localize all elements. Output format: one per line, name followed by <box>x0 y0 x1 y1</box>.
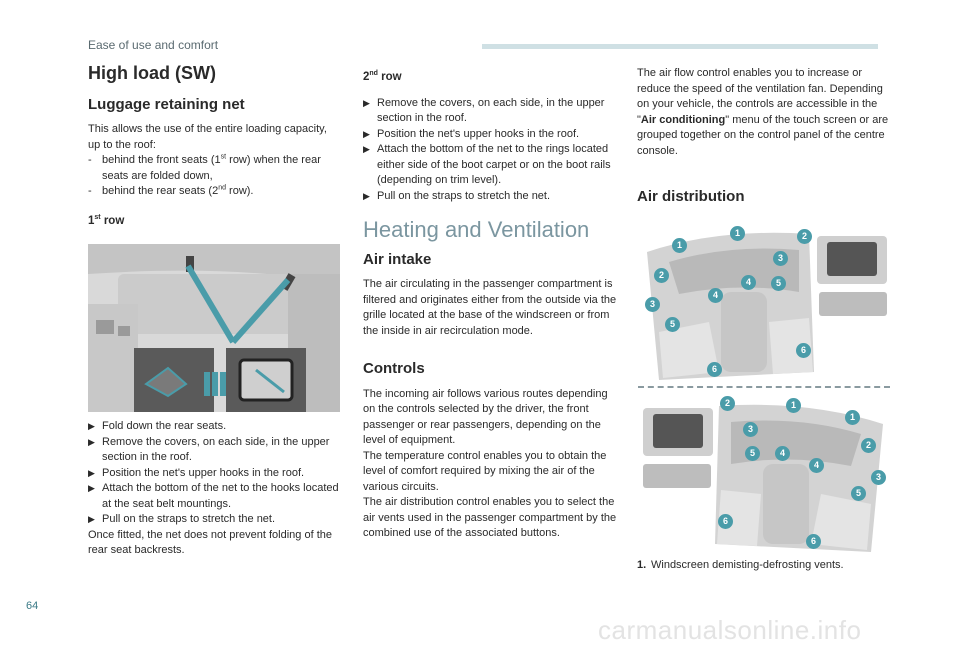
air-intake-text: The air circulating in the passenger com… <box>363 278 617 337</box>
list-item: ▶Pull on the straps to stretch the net. <box>88 512 342 528</box>
air-intake-heading: Air intake <box>363 250 432 268</box>
first-row-heading: 1st row <box>88 213 125 227</box>
list-item: ▶Fold down the rear seats. <box>88 419 342 435</box>
running-header: Ease of use and comfort <box>88 38 219 52</box>
page-title: High load (SW) <box>88 63 216 83</box>
luggage-net-intro: This allows the use of the entire loadin… <box>88 123 327 151</box>
list-item: ▶Remove the covers, on each side, in the… <box>88 435 330 464</box>
list-item: ▶Position the net's upper hooks in the r… <box>88 466 342 482</box>
callout-badge: 4 <box>741 275 756 290</box>
callout-badge: 4 <box>809 458 824 473</box>
list-item: -behind the front seats (1st row) when t… <box>88 153 321 182</box>
bullet-icon: ▶ <box>88 514 95 524</box>
bullet-icon: ▶ <box>88 436 95 447</box>
callout-badge: 3 <box>743 422 758 437</box>
dash-marker: - <box>88 154 92 166</box>
bullet-icon: ▶ <box>363 190 370 201</box>
callout-badge: 2 <box>861 438 876 453</box>
air-distribution-legend: 1.Windscreen demisting-defrosting vents. <box>637 558 893 574</box>
callout-badge: 1 <box>730 226 745 241</box>
first-row-steps: ▶Fold down the rear seats. ▶Remove the c… <box>88 419 342 528</box>
controls-text-2: The temperature control enables you to o… <box>363 449 607 493</box>
airflow-text: The air flow control enables you to incr… <box>637 67 889 157</box>
page-number: 64 <box>26 600 39 612</box>
column-1: High load (SW) Luggage retaining net Thi… <box>88 63 342 239</box>
callout-badge: 6 <box>796 343 811 358</box>
header-rule <box>482 44 878 49</box>
callout-badge: 2 <box>720 396 735 411</box>
callout-badge: 3 <box>645 297 660 312</box>
list-item: ▶Attach the bottom of the net to the rin… <box>363 143 611 186</box>
cabin-drawing-bottom <box>643 404 883 552</box>
callout-badge: 6 <box>718 514 733 529</box>
callout-badge: 5 <box>665 317 680 332</box>
bullet-icon: ▶ <box>363 128 370 139</box>
list-item: ▶Pull on the straps to stretch the net. <box>363 189 617 205</box>
bullet-icon: ▶ <box>88 483 95 493</box>
folding-note: Once fitted, the net does not prevent fo… <box>88 528 332 557</box>
controls-text-3: The air distribution control enables you… <box>363 496 617 539</box>
controls-heading: Controls <box>363 360 425 377</box>
figure-divider <box>638 386 890 388</box>
callout-badge: 5 <box>771 276 786 291</box>
bullet-icon: ▶ <box>363 144 370 154</box>
callout-badge: 5 <box>851 486 866 501</box>
legend-item: 1.Windscreen demisting-defrosting vents. <box>637 559 844 571</box>
bullet-icon: ▶ <box>88 467 95 478</box>
callout-badge: 4 <box>708 288 723 303</box>
bullet-icon: ▶ <box>363 97 370 108</box>
list-item: ▶Remove the covers, on each side, in the… <box>363 96 605 125</box>
list-item: -behind the rear seats (2nd row). <box>88 184 342 200</box>
controls-text-1: The incoming air follows various routes … <box>363 387 608 447</box>
bullet-icon: ▶ <box>88 421 95 431</box>
watermark: carmanualsonline.info <box>598 615 862 645</box>
second-row-steps: ▶Remove the covers, on each side, in the… <box>363 96 617 205</box>
cabin-drawing-top <box>647 232 887 380</box>
callout-badge: 6 <box>806 534 821 549</box>
callout-badge: 6 <box>707 362 722 377</box>
luggage-net-heading: Luggage retaining net <box>88 95 245 113</box>
boot-net-illustration <box>88 244 340 412</box>
list-item: ▶Position the net's upper hooks in the r… <box>363 127 617 143</box>
callout-badge: 3 <box>871 470 886 485</box>
load-positions-list: -behind the front seats (1st row) when t… <box>88 153 342 200</box>
section-title: Heating and Ventilation <box>363 217 590 242</box>
callout-badge: 1 <box>786 398 801 413</box>
callout-badge: 3 <box>773 251 788 266</box>
column-1-steps: ▶Fold down the rear seats. ▶Remove the c… <box>88 419 342 559</box>
callout-badge: 1 <box>845 410 860 425</box>
list-item: ▶Attach the bottom of the net to the hoo… <box>88 482 339 510</box>
air-distribution-heading: Air distribution <box>637 188 745 205</box>
dash-marker: - <box>88 185 92 197</box>
callout-badge: 2 <box>654 268 669 283</box>
second-row-heading: 2nd row <box>363 70 402 83</box>
air-distribution-diagram-top <box>639 222 891 382</box>
callout-badge: 1 <box>672 238 687 253</box>
callout-badge: 2 <box>797 229 812 244</box>
column-2: 2nd row ▶Remove the covers, on each side… <box>363 66 617 542</box>
column-3: The air flow control enables you to incr… <box>637 66 893 215</box>
callout-badge: 4 <box>775 446 790 461</box>
callout-badge: 5 <box>745 446 760 461</box>
boot-net-drawing <box>88 244 340 412</box>
